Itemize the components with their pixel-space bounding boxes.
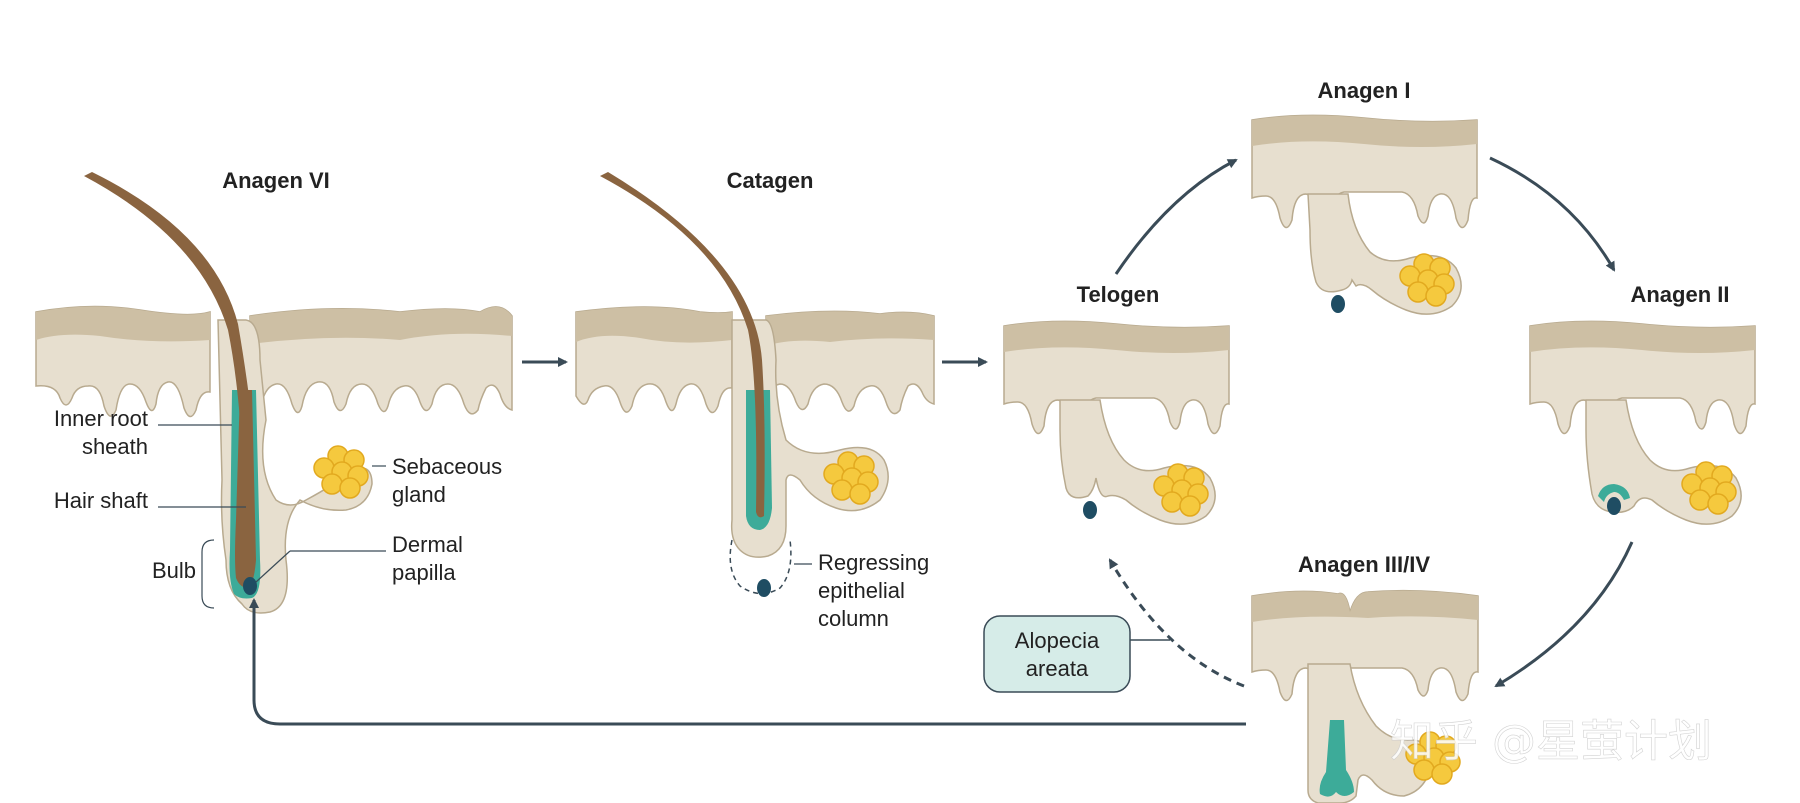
svg-text:areata: areata xyxy=(1026,656,1089,681)
svg-text:papilla: papilla xyxy=(392,560,456,585)
callout-alopecia-areata: Alopecia areata xyxy=(983,615,1170,693)
svg-text:gland: gland xyxy=(392,482,446,507)
stage-title-telogen: Telogen xyxy=(1077,282,1160,307)
svg-text:epithelial: epithelial xyxy=(818,578,905,603)
svg-text:Bulb: Bulb xyxy=(152,558,196,583)
anagen-vi-illustration xyxy=(35,172,513,614)
telogen-illustration xyxy=(1003,320,1230,525)
svg-text:sheath: sheath xyxy=(82,434,148,459)
anagen-i-illustration xyxy=(1251,114,1478,315)
anagen-ii-illustration xyxy=(1529,320,1756,525)
svg-text:Inner root: Inner root xyxy=(54,406,148,431)
stage-title-anagen-i: Anagen I xyxy=(1318,78,1411,103)
arrow-anagen-iii-iv-to-telogen-dashed xyxy=(1108,558,1245,688)
label-bulb: Bulb xyxy=(152,539,215,609)
catagen-illustration xyxy=(575,172,935,597)
svg-text:Alopecia: Alopecia xyxy=(1015,628,1100,653)
svg-text:Hair shaft: Hair shaft xyxy=(54,488,148,513)
label-dermal-papilla: Dermal papilla xyxy=(255,532,463,585)
arrow-telogen-to-anagen-i xyxy=(1114,158,1238,275)
stage-title-catagen: Catagen xyxy=(727,168,814,193)
stage-title-anagen-iii-iv: Anagen III/IV xyxy=(1298,552,1430,577)
stage-title-anagen-ii: Anagen II xyxy=(1630,282,1729,307)
label-sebaceous-gland: Sebaceous gland xyxy=(372,454,502,507)
label-regressing-epithelial-column: Regressing epithelial column xyxy=(794,550,929,631)
label-inner-root-sheath: Inner root sheath xyxy=(54,406,232,459)
arrow-anagen-i-to-anagen-ii xyxy=(1489,156,1616,272)
svg-text:column: column xyxy=(818,606,889,631)
arrow-anagen-ii-to-anagen-iii-iv xyxy=(1494,541,1634,688)
svg-text:Sebaceous: Sebaceous xyxy=(392,454,502,479)
svg-text:Regressing: Regressing xyxy=(818,550,929,575)
watermark: 知乎 @星萤计划 xyxy=(1390,716,1712,767)
arrow-anagen-iii-iv-to-anagen-vi xyxy=(249,598,1246,726)
anagen-iii-iv-illustration xyxy=(1251,589,1479,803)
label-hair-shaft: Hair shaft xyxy=(54,488,246,513)
stage-title-anagen-vi: Anagen VI xyxy=(222,168,330,193)
svg-text:Dermal: Dermal xyxy=(392,532,463,557)
